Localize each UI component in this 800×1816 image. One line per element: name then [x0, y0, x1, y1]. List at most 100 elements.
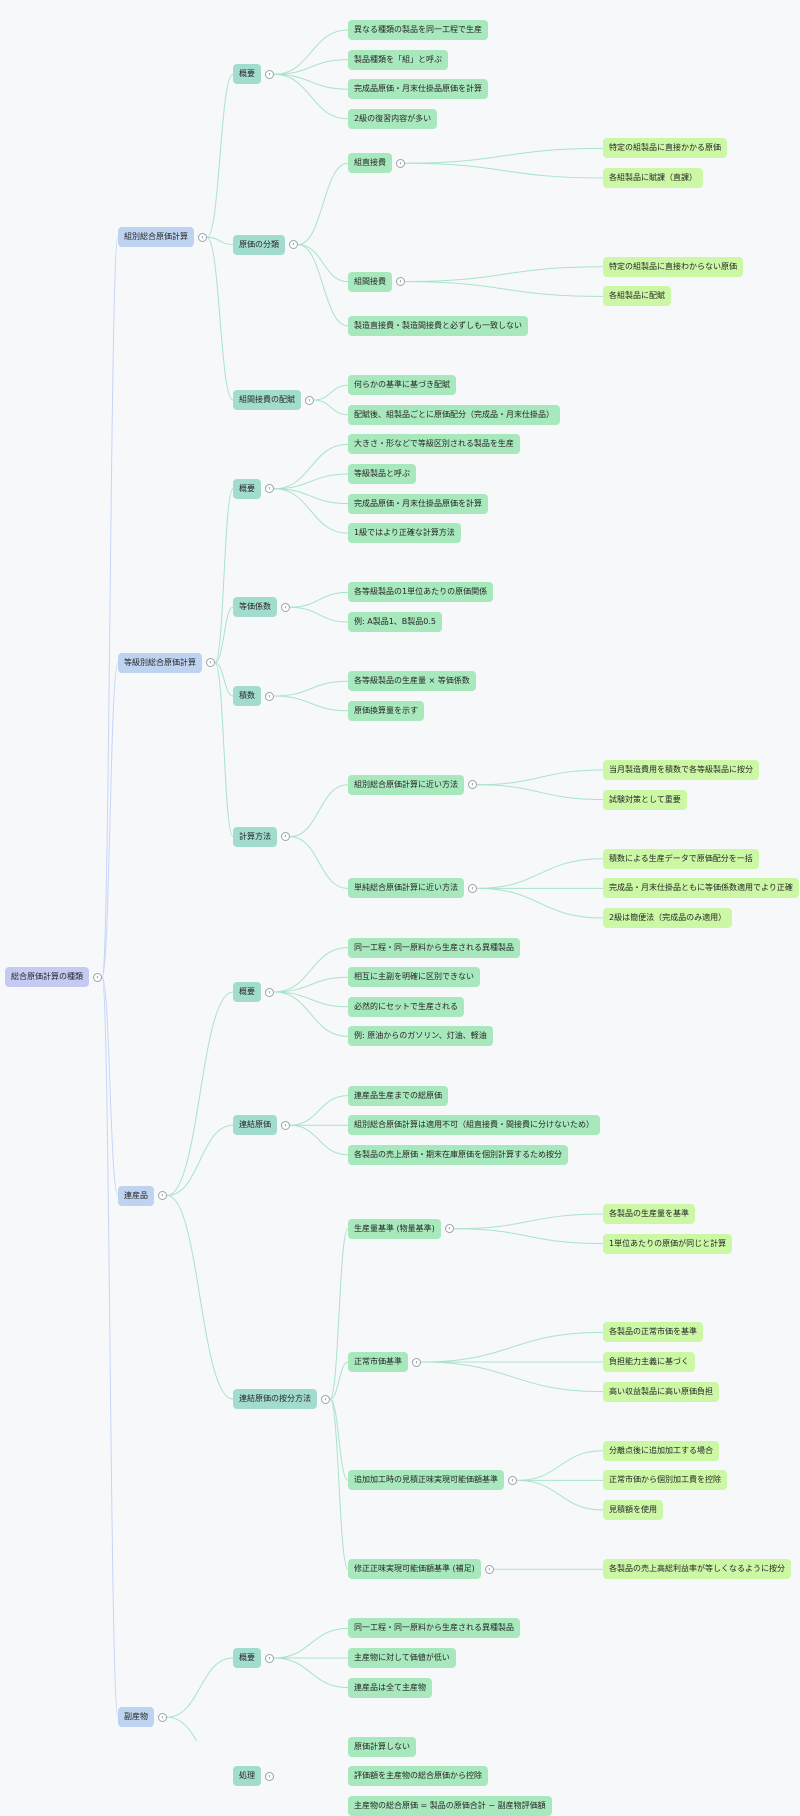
- mindmap-node-level4[interactable]: 分離点後に追加加工する場合: [603, 1440, 719, 1461]
- mindmap-node-level2[interactable]: 処理: [233, 1766, 261, 1787]
- mindmap-node-level3[interactable]: 各等級製品の生産量 × 等価係数: [348, 671, 476, 692]
- mindmap-root-node[interactable]: 総合原価計算の種類: [5, 967, 89, 988]
- collapse-toggle-icon[interactable]: ‹: [281, 832, 290, 842]
- collapse-toggle-icon[interactable]: ‹: [265, 987, 274, 997]
- collapse-toggle-icon[interactable]: ‹: [289, 240, 298, 250]
- collapse-toggle-icon[interactable]: ‹: [158, 1712, 167, 1722]
- mindmap-node-level4[interactable]: 各組製品に賦課（直課）: [603, 168, 703, 188]
- mindmap-node-level3[interactable]: 連産品生産までの総原価: [348, 1085, 448, 1106]
- mindmap-edge: [289, 606, 349, 623]
- collapse-toggle-icon[interactable]: ‹: [158, 1191, 167, 1200]
- mindmap-node-level2[interactable]: 原価の分類: [233, 234, 285, 255]
- mindmap-node-level2[interactable]: 計算方法: [233, 826, 277, 847]
- mindmap-node-level3[interactable]: 同一工程・同一原料から生産される異種製品: [348, 937, 520, 958]
- collapse-toggle-icon[interactable]: ‹: [281, 602, 290, 612]
- mindmap-node-level4[interactable]: 高い収益製品に高い原価負担: [603, 1381, 719, 1402]
- mindmap-node-level3[interactable]: 原価換算量を示す: [348, 700, 424, 721]
- mindmap-node-level3[interactable]: 修正正味実現可能価額基準 (補足): [348, 1559, 481, 1580]
- mindmap-node-level2[interactable]: 概要: [233, 478, 261, 499]
- mindmap-node-level3[interactable]: 完成品原価・月末仕掛品原価を計算: [348, 493, 488, 514]
- mindmap-node-level2[interactable]: 積数: [233, 686, 261, 706]
- collapse-toggle-icon[interactable]: ‹: [321, 1394, 330, 1404]
- mindmap-node-level3[interactable]: 製造直接費・製造間接費と必ずしも一致しない: [348, 316, 528, 336]
- mindmap-node-level3[interactable]: 組間接費: [348, 271, 392, 292]
- collapse-toggle-icon[interactable]: ‹: [265, 484, 274, 494]
- mindmap-node-level4[interactable]: 各製品の売上高総利益率が等しくなるように按分: [603, 1559, 791, 1580]
- mindmap-node-level4[interactable]: 各組製品に配賦: [603, 286, 671, 307]
- mindmap-node-level4[interactable]: 積数による生産データで原価配分を一括: [603, 848, 759, 869]
- mindmap-node-level3[interactable]: 組直接費: [348, 153, 392, 174]
- mindmap-node-level3[interactable]: 正常市価基準: [348, 1352, 408, 1372]
- mindmap-node-level1[interactable]: 組別総合原価計算: [118, 227, 194, 248]
- mindmap-node-level4[interactable]: 特定の組製品に直接かかる原価: [603, 138, 727, 159]
- mindmap-node-level1[interactable]: 連産品: [118, 1185, 154, 1206]
- mindmap-node-level3[interactable]: 異なる種類の製品を同一工程で生産: [348, 20, 488, 40]
- collapse-toggle-icon[interactable]: ‹: [485, 1564, 494, 1574]
- mindmap-node-level2[interactable]: 概要: [233, 64, 261, 85]
- mindmap-node-level2[interactable]: 概要: [233, 982, 261, 1002]
- mindmap-node-level3[interactable]: 製品種類を「組」と呼ぶ: [348, 49, 448, 70]
- mindmap-node-level4[interactable]: 正常市価から個別加工費を控除: [603, 1470, 727, 1491]
- mindmap-node-level3[interactable]: 各等級製品の1単位あたりの原価関係: [348, 582, 494, 603]
- mindmap-node-level4[interactable]: 各製品の生産量を基準: [603, 1204, 695, 1224]
- mindmap-node-level2[interactable]: 連結原価の按分方法: [233, 1389, 317, 1409]
- mindmap-node-level3[interactable]: 評価額を主産物の総合原価から控除: [348, 1766, 488, 1787]
- mindmap-node-level4[interactable]: 2級は簡便法（完成品のみ適用）: [603, 908, 733, 928]
- mindmap-node-level2[interactable]: 連結原価: [233, 1115, 277, 1136]
- mindmap-node-level2[interactable]: 等価係数: [233, 597, 277, 618]
- collapse-toggle-icon[interactable]: ‹: [412, 1357, 421, 1367]
- mindmap-node-level3[interactable]: 組別総合原価計算は適用不可（組直接費・間接費に分けないため）: [348, 1115, 600, 1136]
- mindmap-node-level3[interactable]: 配賦後、組製品ごとに原価配分（完成品・月末仕掛品）: [348, 404, 560, 425]
- mindmap-edge: [273, 488, 349, 534]
- mindmap-node-level3[interactable]: 例: A製品1、B製品0.5: [348, 612, 443, 632]
- collapse-toggle-icon[interactable]: ‹: [265, 691, 274, 701]
- mindmap-node-level3[interactable]: 組別総合原価計算に近い方法: [348, 774, 464, 795]
- collapse-toggle-icon[interactable]: ‹: [265, 69, 274, 79]
- mindmap-node-level3[interactable]: 例: 原油からのガソリン、灯油、軽油: [348, 1026, 493, 1047]
- mindmap-edge: [206, 236, 234, 401]
- mindmap-node-level3[interactable]: 完成品原価・月末仕掛品原価を計算: [348, 79, 488, 100]
- mindmap-node-level3[interactable]: 連産品は全て主産物: [348, 1677, 432, 1698]
- mindmap-node-level3[interactable]: 追加加工時の見積正味実現可能価額基準: [348, 1470, 504, 1491]
- collapse-toggle-icon[interactable]: ‹: [396, 158, 405, 168]
- mindmap-node-level1[interactable]: 副産物: [118, 1707, 154, 1728]
- mindmap-node-level3[interactable]: 生産量基準 (物量基準): [348, 1218, 441, 1239]
- mindmap-node-level3[interactable]: 原価計算しない: [348, 1736, 416, 1757]
- mindmap-node-level1[interactable]: 等級別総合原価計算: [118, 652, 202, 673]
- mindmap-node-level3[interactable]: 相互に主副を明確に区別できない: [348, 967, 480, 988]
- mindmap-node-level2[interactable]: 組間接費の配賦: [233, 390, 301, 410]
- mindmap-node-level3[interactable]: 2級の復習内容が多い: [348, 108, 438, 129]
- collapse-toggle-icon[interactable]: ‹: [265, 1771, 274, 1781]
- mindmap-node-level4[interactable]: 1単位あたりの原価が同じと計算: [603, 1233, 733, 1254]
- mindmap-node-level4[interactable]: 試験対策として重要: [603, 789, 687, 810]
- mindmap-node-level3[interactable]: 何らかの基準に基づき配賦: [348, 375, 456, 396]
- mindmap-node-level4[interactable]: 当月製造費用を積数で各等級製品に按分: [603, 760, 759, 780]
- mindmap-node-level3[interactable]: 各製品の売上原価・期末在庫原価を個別計算するため按分: [348, 1144, 568, 1165]
- collapse-toggle-icon[interactable]: ‹: [265, 1653, 274, 1663]
- mindmap-node-level3[interactable]: 必然的にセットで生産される: [348, 996, 464, 1017]
- collapse-toggle-icon[interactable]: ‹: [93, 972, 102, 982]
- mindmap-node-level3[interactable]: 1級ではより正確な計算方法: [348, 523, 461, 544]
- collapse-toggle-icon[interactable]: ‹: [281, 1120, 290, 1130]
- mindmap-node-level3[interactable]: 単純総合原価計算に近い方法: [348, 878, 464, 899]
- mindmap-node-level3[interactable]: 大きさ・形などで等級区別される製品を生産: [348, 434, 520, 455]
- mindmap-node-level4[interactable]: 負担能力主義に基づく: [603, 1352, 695, 1372]
- collapse-toggle-icon[interactable]: ‹: [396, 277, 405, 287]
- mindmap-node-level3[interactable]: 主産物の総合原価 = 製品の原価合計 − 副産物評価額: [348, 1796, 552, 1816]
- collapse-toggle-icon[interactable]: ‹: [508, 1475, 517, 1485]
- mindmap-edge: [476, 784, 604, 801]
- collapse-toggle-icon[interactable]: ‹: [305, 395, 314, 405]
- mindmap-node-level4[interactable]: 特定の組製品に直接わからない原価: [603, 256, 743, 277]
- collapse-toggle-icon[interactable]: ‹: [468, 780, 477, 790]
- collapse-toggle-icon[interactable]: ‹: [198, 232, 207, 242]
- mindmap-node-level4[interactable]: 完成品・月末仕掛品ともに等価係数適用でより正確: [603, 878, 799, 899]
- collapse-toggle-icon[interactable]: ‹: [468, 883, 477, 893]
- mindmap-node-level3[interactable]: 同一工程・同一原料から生産される異種製品: [348, 1618, 520, 1639]
- collapse-toggle-icon[interactable]: ‹: [206, 658, 215, 668]
- mindmap-node-level3[interactable]: 等級製品と呼ぶ: [348, 464, 416, 484]
- mindmap-node-level4[interactable]: 各製品の正常市価を基準: [603, 1322, 703, 1343]
- mindmap-node-level2[interactable]: 概要: [233, 1648, 261, 1668]
- mindmap-node-level4[interactable]: 見積額を使用: [603, 1500, 663, 1520]
- mindmap-node-level3[interactable]: 主産物に対して価値が低い: [348, 1648, 456, 1668]
- collapse-toggle-icon[interactable]: ‹: [445, 1224, 454, 1234]
